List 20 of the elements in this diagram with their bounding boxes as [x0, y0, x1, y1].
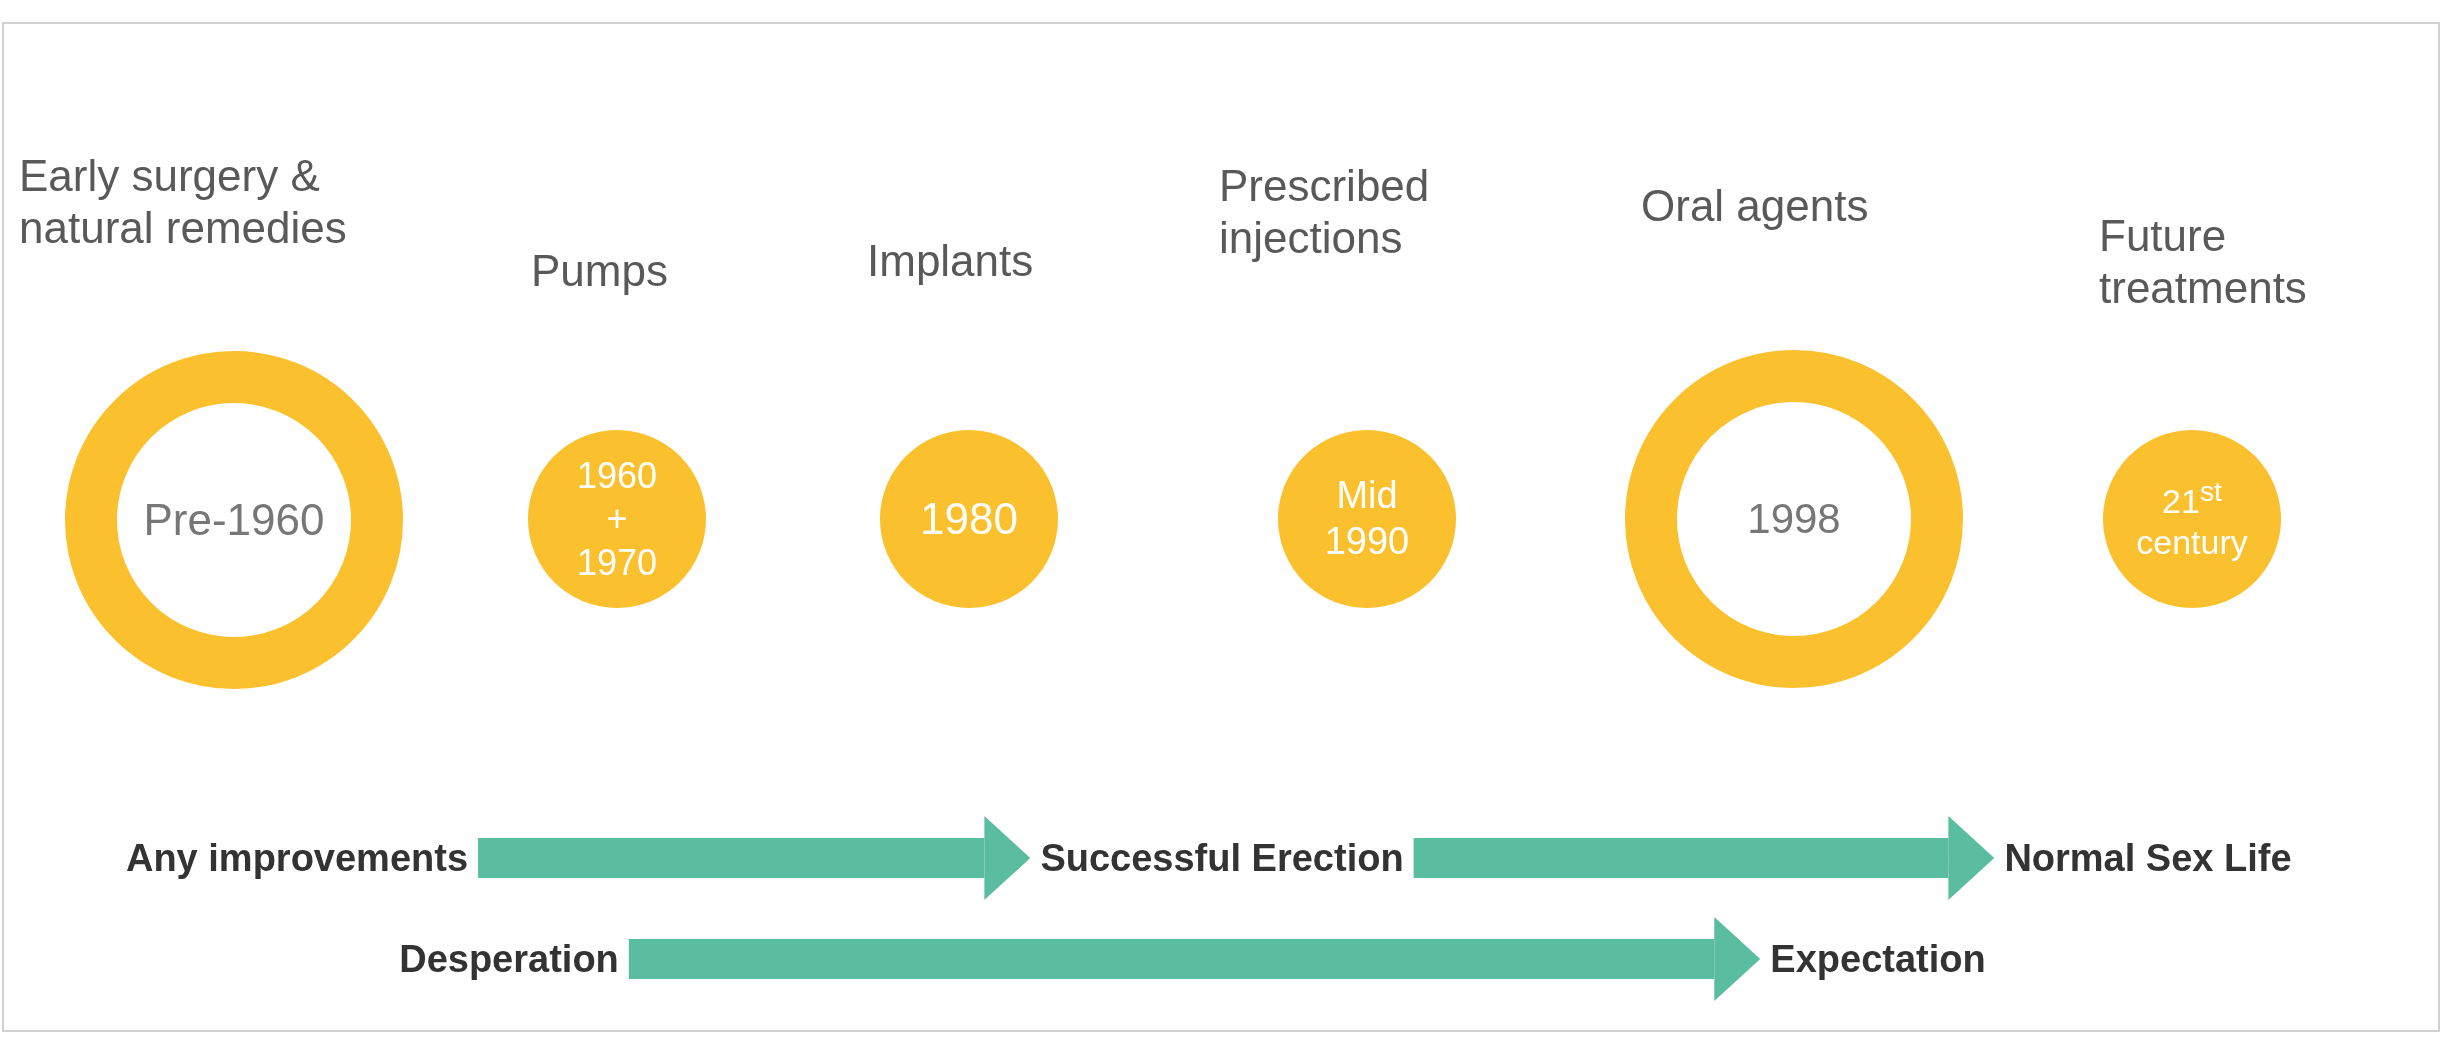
stage-label: Normal Sex Life: [2004, 836, 2292, 880]
era-heading: Oral agents: [1641, 180, 1869, 232]
era-heading: Implants: [867, 235, 1034, 287]
block-arrow: [478, 816, 1031, 900]
year-circle: 21$^{st}$ century: [2103, 430, 2281, 608]
year-ring: Pre-1960: [65, 351, 403, 689]
era-heading: Pumps: [531, 245, 668, 297]
stage-label: Any improvements: [125, 836, 469, 880]
year-circle: 1960 + 1970: [528, 430, 706, 608]
year-ring: 1998: [1625, 350, 1963, 688]
block-arrow: [628, 917, 1761, 1001]
stage-label: Successful Erection: [1040, 836, 1404, 880]
year-circle: 1980: [880, 430, 1058, 608]
year-circle: Mid 1990: [1278, 430, 1456, 608]
era-heading: Future treatments: [2099, 210, 2308, 314]
era-heading: Early surgery & natural remedies: [19, 150, 348, 254]
stage-label: Expectation: [1770, 937, 1986, 981]
era-heading: Prescribed injections: [1219, 160, 1431, 264]
block-arrow: [1413, 816, 1995, 900]
stage-label: Desperation: [399, 937, 619, 981]
